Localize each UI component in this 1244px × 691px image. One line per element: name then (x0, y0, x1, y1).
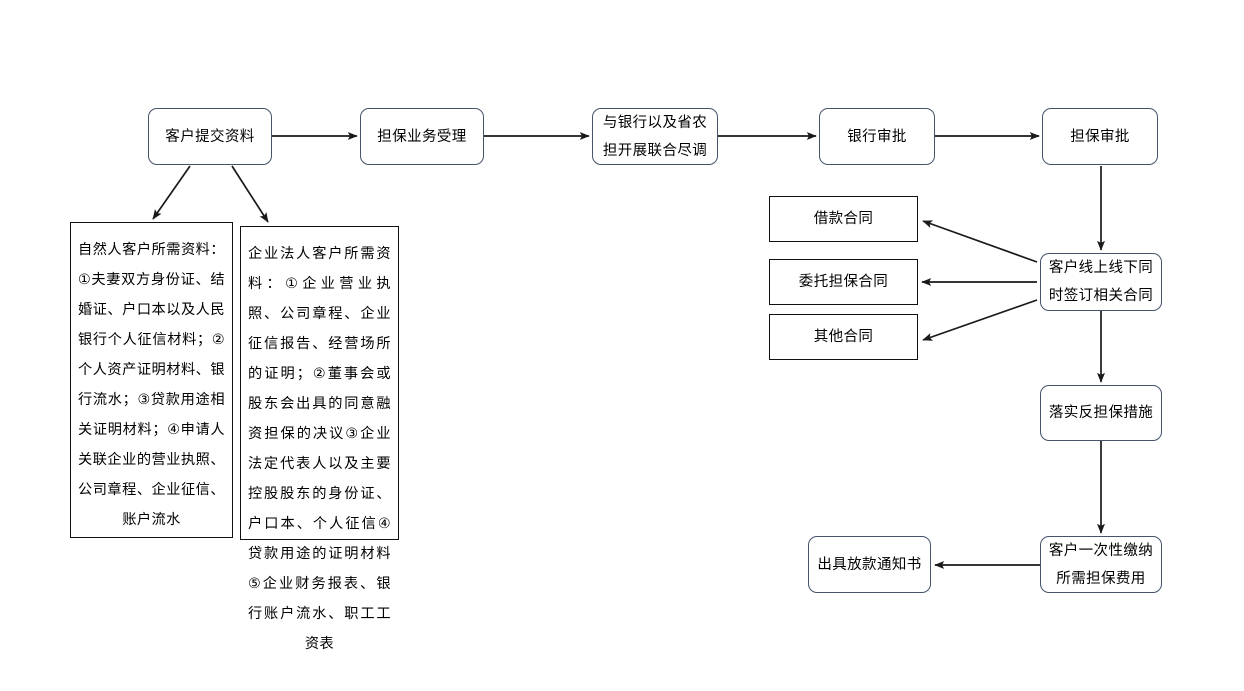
node-joint-due-diligence[interactable]: 与银行以及省农 担开展联合尽调 (592, 108, 718, 165)
edge-submit-to-natural-person-docs (152, 165, 191, 220)
node-other-contract[interactable]: 其他合同 (769, 314, 918, 360)
node-entrusted-guarantee-contract[interactable]: 委托担保合同 (769, 259, 918, 305)
node-issue-loan-notice[interactable]: 出具放款通知书 (808, 536, 931, 593)
node-legal-person-required-documents[interactable]: 企业法人客户所需资料：①企业营业执照、公司章程、企业征信报告、经营场所的证明；②… (240, 226, 399, 652)
node-customer-pay-guarantee-fee[interactable]: 客户一次性缴纳 所需担保费用 (1040, 536, 1162, 593)
node-natural-person-required-documents[interactable]: 自然人客户所需资料：①夫妻双方身份证、结婚证、户口本以及人民银行个人征信材料；②… (70, 222, 233, 538)
edge-submit-to-legal-person-docs (231, 165, 269, 223)
node-customer-sign-contracts[interactable]: 客户线上线下同 时签订相关合同 (1040, 253, 1162, 311)
node-guarantee-approval[interactable]: 担保审批 (1042, 108, 1158, 165)
node-customer-submit-materials[interactable]: 客户提交资料 (148, 108, 272, 165)
edge-sign-contracts-to-loan-contract (922, 220, 1038, 263)
node-loan-contract[interactable]: 借款合同 (769, 196, 918, 242)
edge-sign-contracts-to-other-contract (922, 299, 1038, 341)
node-guarantee-business-acceptance[interactable]: 担保业务受理 (360, 108, 484, 165)
node-implement-counter-guarantee[interactable]: 落实反担保措施 (1040, 385, 1162, 441)
node-bank-approval[interactable]: 银行审批 (819, 108, 935, 165)
